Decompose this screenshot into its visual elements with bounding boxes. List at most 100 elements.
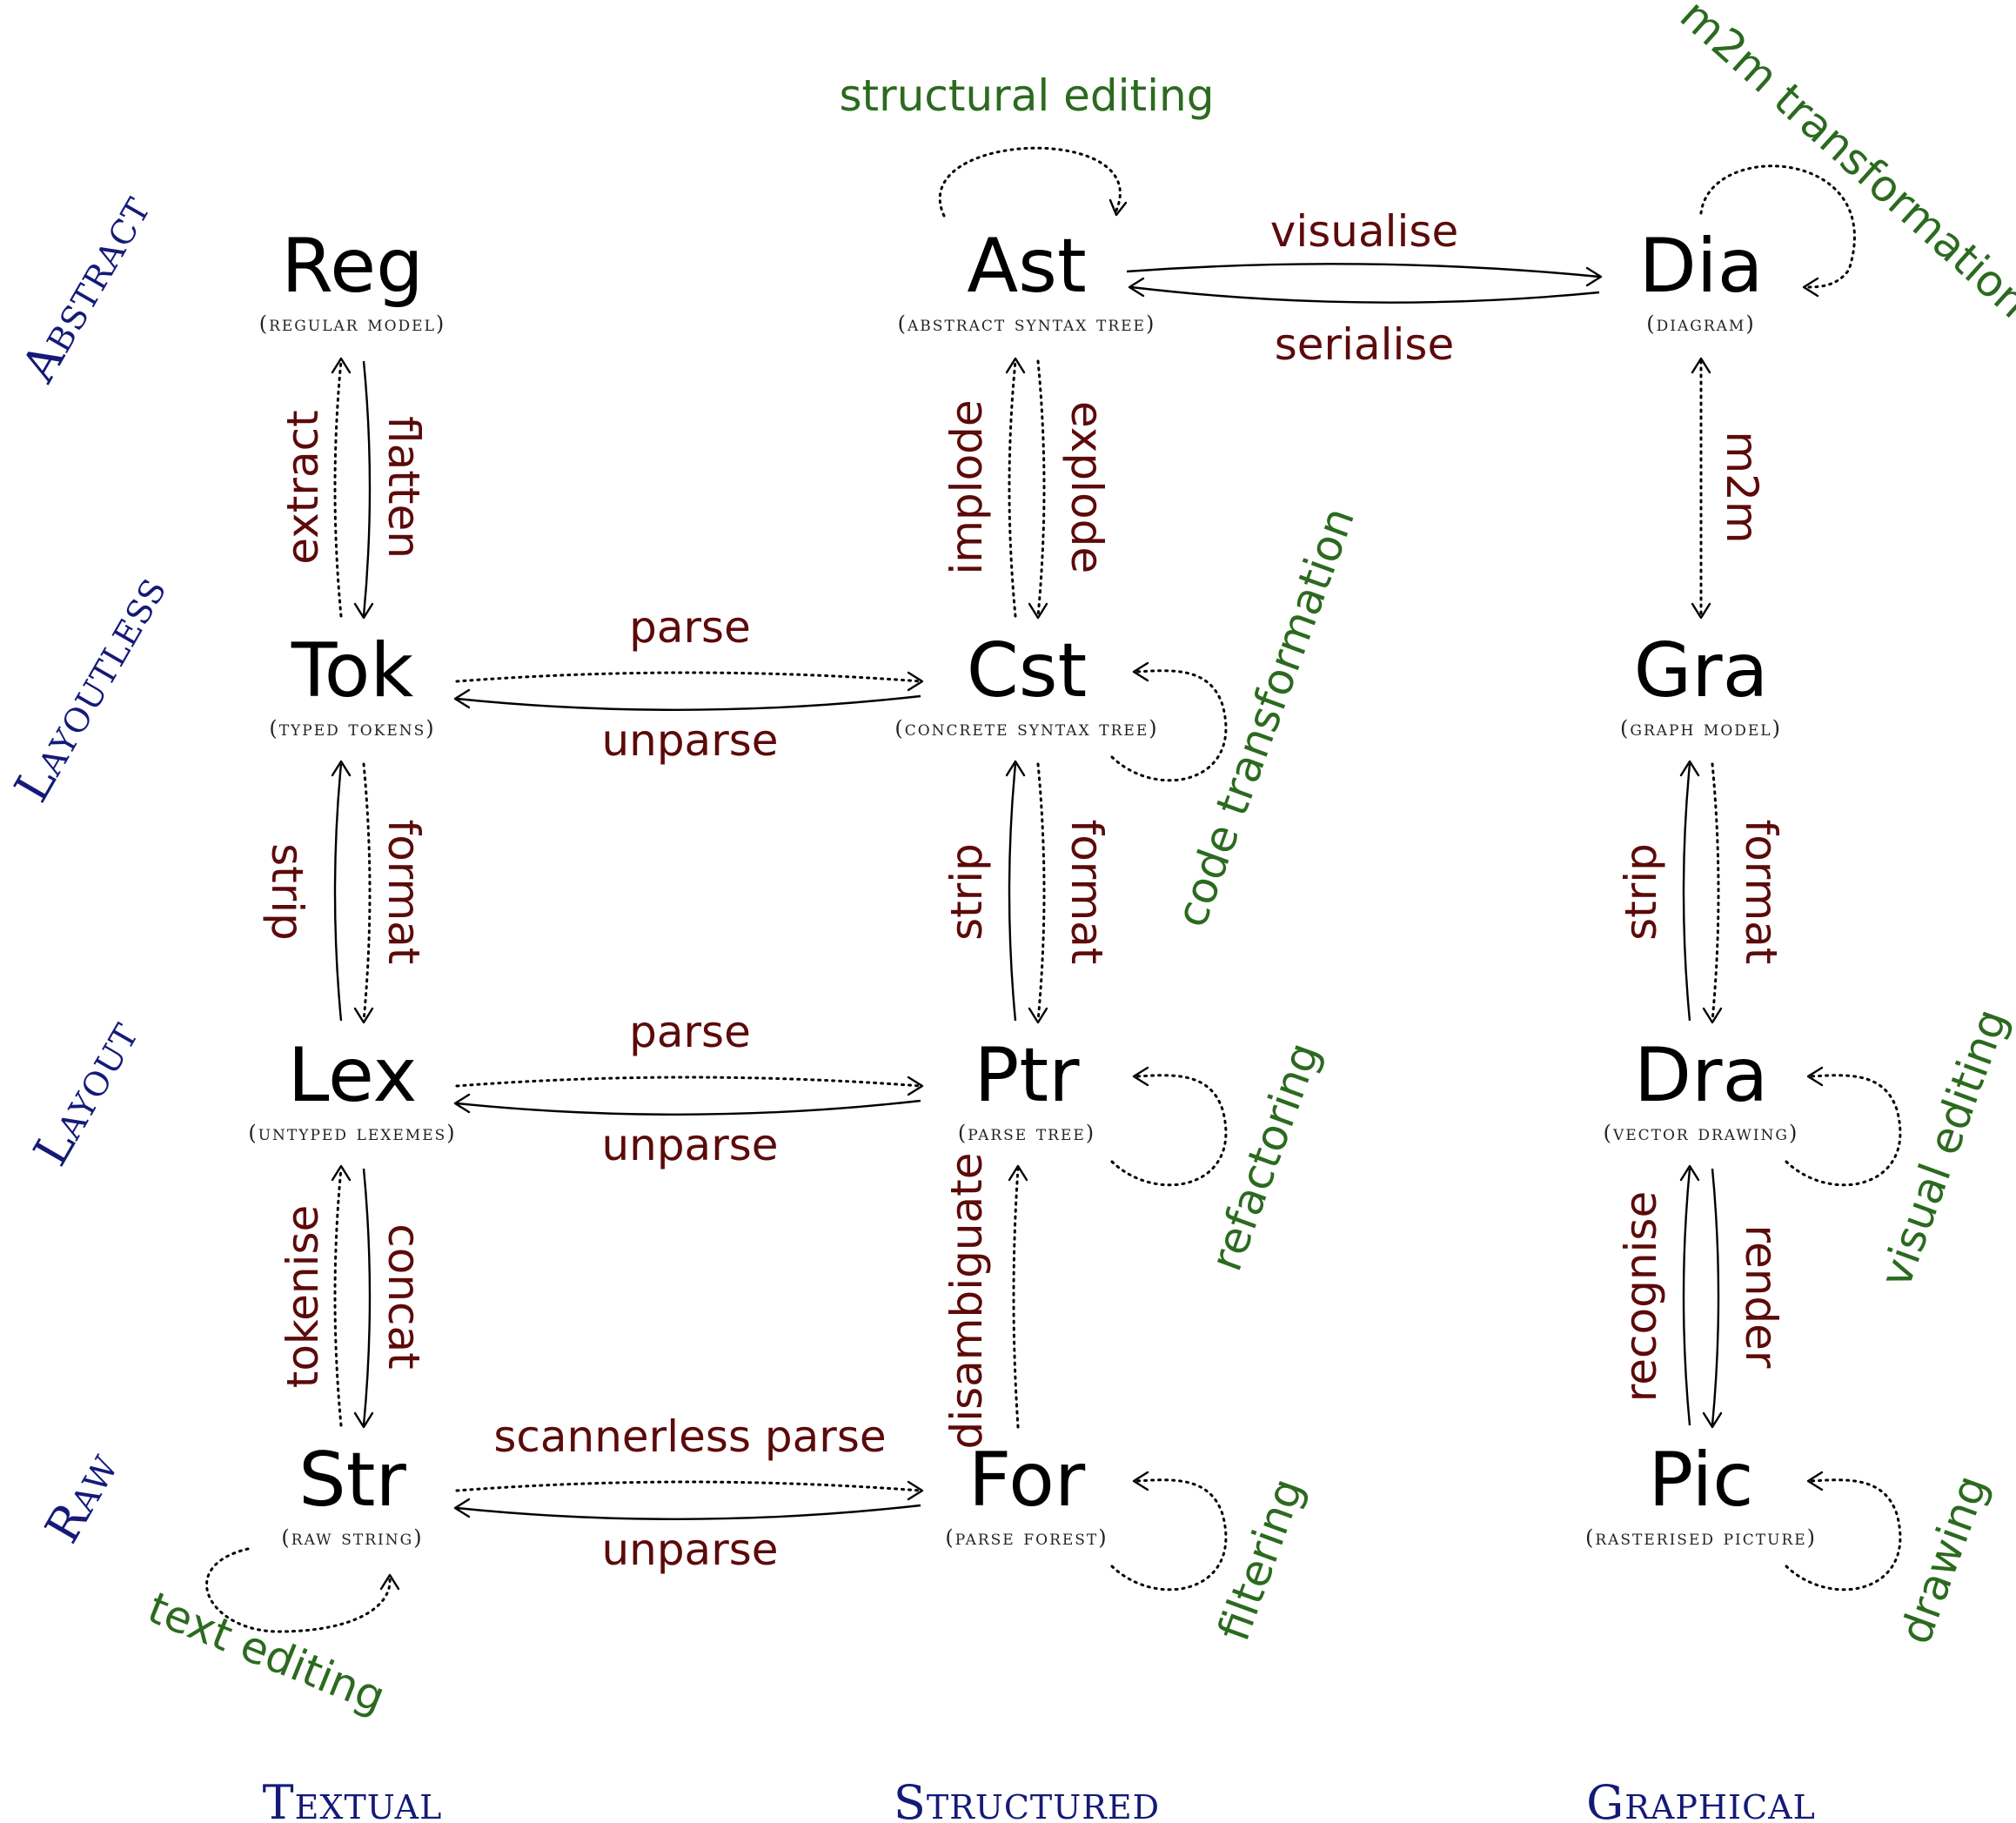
arrowhead — [353, 602, 374, 620]
label-code-transformation: code transformation — [1166, 501, 1364, 934]
arrowhead — [1128, 277, 1145, 298]
edge-recognise — [1682, 1168, 1691, 1426]
node-ast: Ast (abstract syntax tree) — [898, 223, 1156, 336]
label-structural-editing: structural editing — [840, 70, 1215, 121]
label-m2m: m2m — [1717, 431, 1767, 543]
edge-explode — [1036, 359, 1046, 618]
arrowhead — [1132, 661, 1149, 682]
edge-strip-tok-lex — [333, 763, 343, 1022]
label-unparse-tok-cst: unparse — [601, 715, 778, 766]
arrowhead — [1028, 602, 1048, 620]
node-lex-abbr: Lex — [288, 1032, 418, 1119]
label-strip-gra-dra: strip — [1616, 843, 1666, 941]
loop-visual-editing — [1785, 1074, 1902, 1187]
node-gra-abbr: Gra — [1634, 627, 1769, 714]
node-dra: Dra (vector drawing) — [1604, 1032, 1799, 1145]
node-cst: Cst (concrete syntax tree) — [894, 627, 1156, 741]
edge-unparse-str-for — [456, 1504, 921, 1520]
edge-scannerless-parse — [455, 1480, 922, 1492]
node-dra-desc: (vector drawing) — [1604, 1121, 1799, 1145]
column-label-structured: Structured — [894, 1775, 1160, 1823]
label-format-tok-lex: format — [378, 820, 429, 965]
arrowhead — [1679, 760, 1700, 777]
node-reg-abbr: Reg — [281, 223, 423, 310]
loop-structural-editing — [938, 146, 1122, 218]
node-pic-desc: (rasterised picture) — [1585, 1525, 1817, 1550]
loop-refactoring — [1110, 1074, 1228, 1187]
node-tok-desc: (typed tokens) — [269, 716, 435, 741]
edge-implode — [1008, 359, 1017, 618]
node-ast-desc: (abstract syntax tree) — [898, 312, 1156, 336]
label-filtering: filtering — [1209, 1471, 1314, 1647]
arrowhead — [453, 1093, 471, 1114]
edge-serialise — [1130, 285, 1600, 304]
edge-tokenise — [333, 1167, 343, 1427]
edge-format-tok-lex — [362, 762, 372, 1022]
node-pic: Pic (rasterised picture) — [1585, 1437, 1817, 1550]
node-reg-desc: (regular model) — [259, 312, 446, 336]
row-label-raw: Raw — [35, 1443, 130, 1552]
arrowhead — [379, 1573, 400, 1591]
node-for: For (parse forest) — [945, 1437, 1108, 1550]
label-scannerless-parse: scannerless parse — [493, 1411, 886, 1462]
label-disambiguate: disambiguate — [941, 1152, 992, 1449]
node-ptr-desc: (parse tree) — [958, 1121, 1095, 1145]
edge-unparse-lex-ptr — [456, 1099, 921, 1116]
label-visual-editing: visual editing — [1870, 1002, 2016, 1294]
label-parse-lex-ptr: parse — [629, 1007, 751, 1057]
edge-disambiguate — [1012, 1167, 1020, 1429]
arrowhead — [1679, 1164, 1700, 1182]
arrowhead — [1108, 198, 1128, 217]
arrowhead — [1702, 1007, 1723, 1024]
node-ptr: Ptr (parse tree) — [958, 1032, 1095, 1145]
label-recognise: recognise — [1616, 1191, 1666, 1402]
row-label-layoutless: Layoutless — [3, 566, 177, 811]
node-dia-abbr: Dia — [1639, 223, 1764, 310]
edge-format-cst-ptr — [1036, 762, 1046, 1022]
arrowhead — [331, 760, 352, 777]
label-extract: extract — [278, 410, 328, 564]
arrowhead — [907, 1480, 924, 1501]
label-parse-tok-cst: parse — [629, 602, 751, 653]
edge-extract — [333, 359, 343, 618]
label-flatten: flatten — [378, 416, 429, 559]
label-strip-cst-ptr: strip — [941, 843, 992, 941]
loop-filtering — [1110, 1478, 1228, 1592]
arrowhead — [1008, 1164, 1028, 1182]
label-implode: implode — [941, 399, 992, 574]
label-text-editing: text editing — [141, 1582, 392, 1723]
edge-parse-lex-ptr — [455, 1076, 922, 1088]
arrowhead — [1691, 357, 1711, 374]
node-ast-abbr: Ast — [967, 223, 1086, 310]
label-drawing: drawing — [1890, 1469, 1997, 1651]
node-for-desc: (parse forest) — [945, 1525, 1108, 1550]
label-strip-tok-lex: strip — [262, 843, 312, 941]
loop-drawing — [1785, 1478, 1902, 1592]
edge-visualise — [1126, 263, 1600, 278]
edge-strip-gra-dra — [1682, 763, 1691, 1022]
node-pic-abbr: Pic — [1648, 1437, 1753, 1524]
arrowhead — [331, 1164, 352, 1182]
node-cst-abbr: Cst — [967, 627, 1088, 714]
node-ptr-abbr: Ptr — [975, 1032, 1081, 1119]
column-label-textual: Textual — [263, 1775, 443, 1823]
arrowhead — [353, 1411, 374, 1429]
arrowhead — [453, 688, 471, 709]
loop-m2m-transformation — [1699, 164, 1856, 289]
edge-format-gra-dra — [1711, 762, 1720, 1022]
node-gra-desc: (graph model) — [1620, 716, 1782, 741]
arrowhead — [1806, 1471, 1824, 1491]
label-render: render — [1736, 1225, 1786, 1369]
arrowhead — [907, 671, 924, 692]
arrowhead — [907, 1076, 924, 1096]
arrowhead — [331, 357, 352, 374]
node-tok-abbr: Tok — [291, 627, 414, 714]
label-tokenise: tokenise — [278, 1205, 328, 1389]
row-label-abstract: Abstract — [10, 184, 161, 391]
edge-flatten — [362, 360, 372, 617]
node-dia: Dia (diagram) — [1639, 223, 1764, 336]
arrowhead — [353, 1007, 374, 1024]
arrowhead — [1702, 1411, 1723, 1429]
label-explode: explode — [1062, 401, 1112, 573]
node-gra: Gra (graph model) — [1620, 627, 1782, 741]
